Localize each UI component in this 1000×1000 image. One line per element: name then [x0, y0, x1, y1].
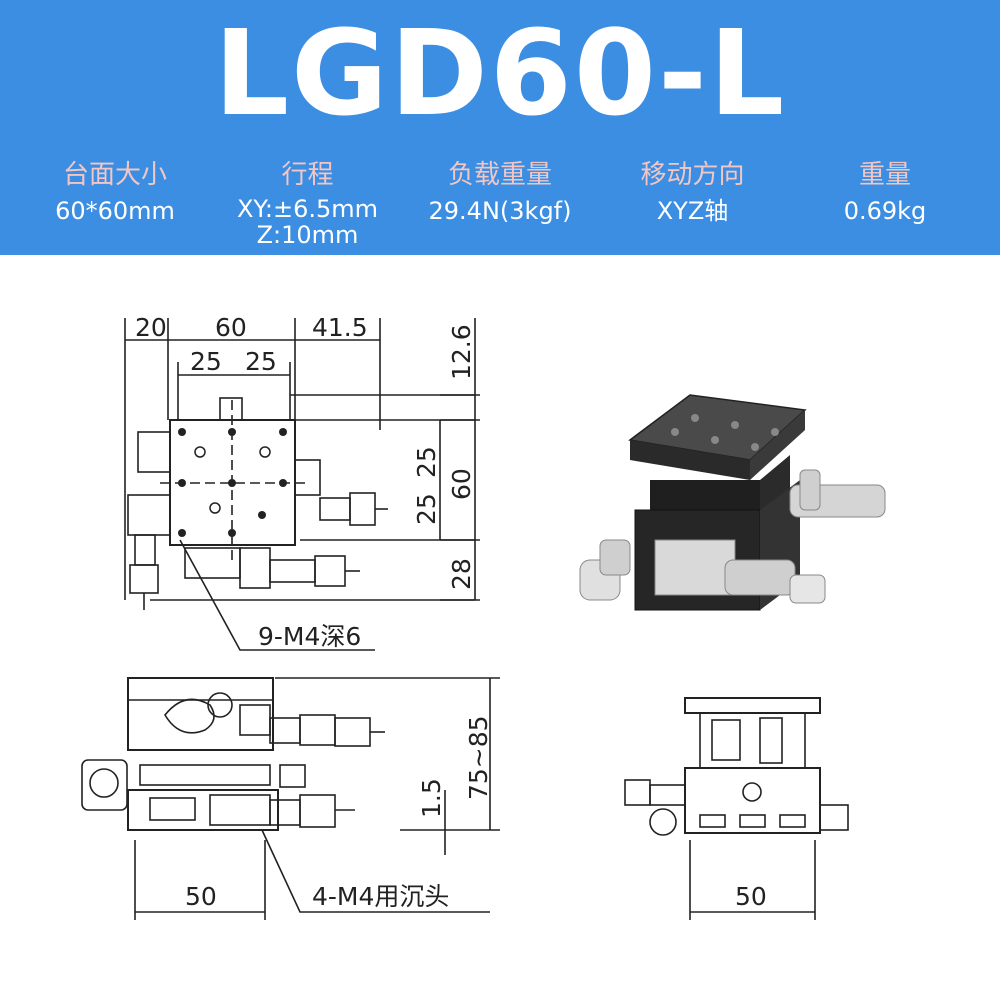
spec-value: XY:±6.5mm — [236, 195, 379, 223]
top-view-holes — [178, 428, 287, 537]
dim-inner-25-left: 25 — [190, 347, 222, 376]
mount-callout: 4-M4用沉头 — [312, 882, 449, 911]
spec-weight: 重量 0.69kg — [790, 158, 980, 248]
dim-front-width: 50 — [735, 882, 767, 911]
spec-value: 29.4N(3kgf) — [428, 197, 572, 225]
spec-row: 台面大小 60*60mm 行程 XY:±6.5mm Z:10mm 负载重量 29… — [20, 158, 980, 248]
product-image — [579, 394, 886, 611]
spec-label: 重量 — [858, 160, 911, 190]
spec-label: 台面大小 — [62, 160, 167, 190]
spec-value: 0.69kg — [843, 197, 927, 225]
dim-right-60: 60 — [447, 468, 476, 500]
spec-value-secondary: Z:10mm — [256, 221, 359, 249]
spec-value: XYZ轴 — [656, 197, 729, 225]
product-title: LGD60-L — [213, 4, 787, 142]
spec-table-size: 台面大小 60*60mm — [20, 158, 210, 248]
dim-side-height: 75~85 — [464, 715, 493, 800]
dim-right-25-upper: 25 — [412, 446, 441, 478]
header-banner — [0, 0, 1000, 255]
side-view-drawing — [81, 677, 500, 920]
dim-side-offset: 1.5 — [417, 778, 446, 818]
spec-direction: 移动方向 XYZ轴 — [598, 158, 788, 248]
top-view-drawing — [124, 318, 480, 651]
dim-top-60: 60 — [215, 313, 247, 342]
spec-label: 行程 — [281, 160, 334, 190]
front-view-drawing — [624, 697, 849, 920]
spec-label: 移动方向 — [640, 160, 745, 190]
dim-top-20: 20 — [135, 313, 167, 342]
spec-label: 负载重量 — [447, 160, 552, 190]
dim-right-12-6: 12.6 — [447, 324, 476, 380]
dim-inner-25-right: 25 — [245, 347, 277, 376]
dim-right-28: 28 — [447, 558, 476, 590]
dim-side-width: 50 — [185, 882, 217, 911]
spec-value: 60*60mm — [55, 197, 175, 225]
hole-callout: 9-M4深6 — [258, 622, 361, 651]
spec-travel: 行程 XY:±6.5mm Z:10mm — [213, 158, 403, 248]
dim-right-25-lower: 25 — [412, 493, 441, 525]
dim-top-41-5: 41.5 — [312, 313, 368, 342]
spec-load: 负载重量 29.4N(3kgf) — [405, 158, 595, 248]
